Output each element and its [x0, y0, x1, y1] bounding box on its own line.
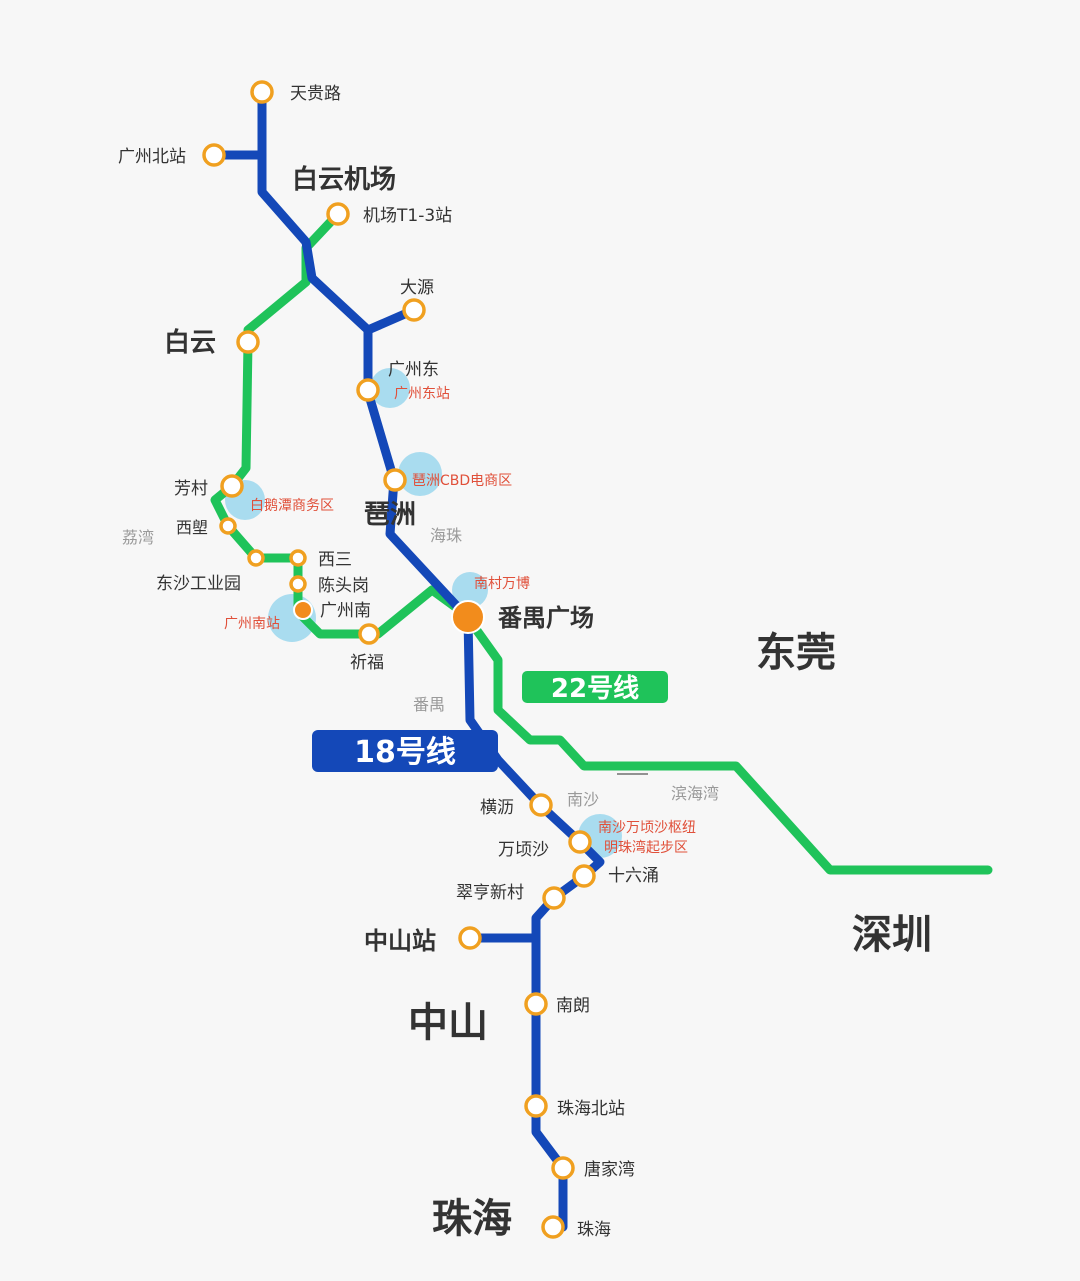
label-chentougang: 陈头岗: [318, 576, 369, 596]
line-22-track: [210, 209, 993, 875]
station-nanlang[interactable]: [524, 992, 548, 1016]
label-airport-t13: 机场T1-3站: [363, 206, 452, 226]
station-guangzhou-south[interactable]: [293, 600, 313, 620]
area-panyu: 番禺: [413, 695, 445, 714]
line-18-track: [257, 87, 605, 1232]
station-zhuhai[interactable]: [541, 1215, 565, 1239]
station-fangcun[interactable]: [220, 474, 244, 498]
label-panyu-square: 番禺广场: [497, 604, 594, 632]
line-22-label: 22号线: [551, 674, 639, 704]
station-tianguilu[interactable]: [250, 80, 274, 104]
pazhou-cbd-blob: [398, 452, 442, 496]
station-wanqingsha[interactable]: [568, 830, 592, 854]
area-liwan: 荔湾: [122, 528, 154, 547]
label-baiyun: 白云: [164, 327, 216, 358]
station-shiliuchong[interactable]: [572, 864, 596, 888]
hub-nansha-2: 明珠湾起步区: [604, 839, 688, 856]
line-22-badge: 22号线: [522, 671, 668, 704]
label-hengli: 横沥: [480, 798, 514, 818]
station-airport-t13[interactable]: [326, 202, 350, 226]
label-qifu: 祈福: [350, 653, 384, 673]
label-guangzhou-east: 广州东: [388, 360, 439, 380]
area-haizhu: 海珠: [430, 526, 462, 545]
station-cuiheng[interactable]: [542, 886, 566, 910]
city-shenzhen: 深圳: [852, 912, 932, 958]
label-guangzhou-south: 广州南: [320, 601, 371, 621]
station-baiyun[interactable]: [236, 330, 260, 354]
city-dongguan: 东莞: [756, 630, 836, 676]
station-panyu-square[interactable]: [451, 600, 485, 634]
label-zhuhai: 珠海: [577, 1220, 611, 1240]
hub-nancun: 南村万博: [474, 575, 530, 592]
line-18-badge: 18号线: [312, 730, 498, 772]
station-zhongshan[interactable]: [458, 926, 482, 950]
label-tianguilu: 天贵路: [290, 84, 341, 104]
label-xisai: 西塱: [176, 518, 208, 537]
hub-pazhou-cbd: 琶洲CBD电商区: [412, 473, 512, 489]
label-nanlang: 南朗: [556, 996, 590, 1016]
area-nansha: 南沙: [567, 790, 599, 809]
label-fangcun: 芳村: [174, 479, 208, 499]
hub-highlights: [225, 368, 622, 858]
station-dongsha[interactable]: [247, 549, 265, 567]
station-dayuan[interactable]: [402, 298, 426, 322]
label-zhongshan-station: 中山站: [364, 927, 436, 955]
label-wanqingsha: 万顷沙: [498, 840, 549, 860]
label-zhuhai-north: 珠海北站: [557, 1099, 625, 1119]
station-zhuhai-north[interactable]: [524, 1094, 548, 1118]
guangzhou-east-hub-blob: [370, 368, 410, 408]
label-dongsha: 东沙工业园: [156, 574, 241, 594]
station-tangjiawan[interactable]: [551, 1156, 575, 1180]
station-xisai[interactable]: [219, 517, 237, 535]
line-18-label: 18号线: [354, 735, 456, 770]
station-guangzhou-east[interactable]: [356, 378, 380, 402]
label-xisan: 西三: [318, 550, 352, 570]
station-pazhou-cbd[interactable]: [383, 468, 407, 492]
label-tangjiawan: 唐家湾: [584, 1159, 635, 1180]
label-dayuan: 大源: [400, 278, 434, 298]
city-zhongshan: 中山: [408, 1000, 488, 1046]
area-binhaiwan: 滨海湾: [671, 784, 719, 803]
station-hengli[interactable]: [529, 793, 553, 817]
station-xisan[interactable]: [289, 549, 307, 567]
station-guangzhou-north[interactable]: [202, 143, 226, 167]
hub-guangzhou-south: 广州南站: [224, 616, 280, 632]
label-shiliuchong: 十六涌: [608, 866, 659, 886]
stations: [202, 80, 596, 1239]
city-zhuhai: 珠海: [432, 1196, 512, 1242]
hub-guangzhou-east: 广州东站: [394, 386, 450, 402]
station-qifu[interactable]: [358, 623, 380, 645]
nancun-blob: [452, 572, 488, 608]
hub-nansha-1: 南沙万顷沙枢纽: [598, 820, 696, 836]
station-chentougang[interactable]: [289, 575, 307, 593]
label-guangzhou-north: 广州北站: [118, 147, 186, 167]
station-labels: 天贵路 广州北站 机场T1-3站 大源 白云 广州东 芳村 西塱 东沙工业园 西…: [118, 84, 659, 1240]
hub-baiehan: 白鹅潭商务区: [250, 497, 334, 514]
district-baiyun-airport: 白云机场: [292, 164, 396, 195]
label-cuiheng: 翠亨新村: [456, 883, 524, 903]
district-pazhou: 琶洲: [364, 500, 416, 530]
